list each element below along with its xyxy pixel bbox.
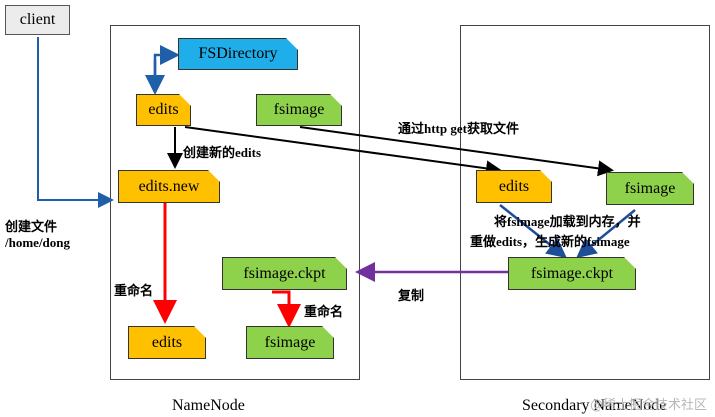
edits-new-label: edits.new xyxy=(138,177,200,195)
edits-box: edits xyxy=(136,94,191,126)
secondary-fsimage-box: fsimage xyxy=(606,172,694,205)
http-get-label: 通过http get获取文件 xyxy=(398,121,519,136)
namenode-fsimage-ckpt-label: fsimage.ckpt xyxy=(243,264,326,282)
secondary-fsimage-ckpt-label: fsimage.ckpt xyxy=(530,264,614,282)
fsdirectory-box: FSDirectory xyxy=(178,38,298,70)
load-label-line2: 重做edits，生成新的fsimage xyxy=(470,234,630,249)
rename-left-label: 重命名 xyxy=(114,283,154,298)
edits-label: edits xyxy=(148,101,179,118)
fsimage-transfer-arrow xyxy=(299,126,614,177)
rename-right-arrow xyxy=(272,290,301,328)
fsdirectory-edits-arrow xyxy=(153,45,180,92)
edits-bottom-label: edits xyxy=(151,333,183,351)
watermark: @稀土掘金技术社区 xyxy=(589,398,707,413)
create-file-label-line2: /home/dong xyxy=(5,235,71,250)
secondary-fsimage-ckpt-box: fsimage.ckpt xyxy=(508,257,636,290)
merge-fsimage-arrow xyxy=(576,209,636,259)
fsimage-box: fsimage xyxy=(256,94,342,126)
create-new-edits-label: 创建新的edits xyxy=(183,145,262,160)
fsimage-bottom-label: fsimage xyxy=(264,333,316,351)
edits-transfer-arrow xyxy=(184,126,502,177)
fsimage-label: fsimage xyxy=(273,101,325,118)
client-label: client xyxy=(19,11,56,28)
secondary-fsimage-label: fsimage xyxy=(624,179,676,197)
client-box: client xyxy=(5,5,70,35)
rename-right-label: 重命名 xyxy=(304,304,344,319)
create-file-label-line1: 创建文件 xyxy=(5,219,58,234)
secondary-edits-box: edits xyxy=(476,170,552,203)
namenode-caption: NameNode xyxy=(172,397,245,414)
secondary-namenode-caption: Secondary NameNode xyxy=(522,397,667,414)
client-arrow xyxy=(37,37,114,208)
edits-bottom-box: edits xyxy=(128,326,206,359)
load-label-line1: 将fsimage加载到内存，并 xyxy=(494,214,641,229)
secondary-edits-label: edits xyxy=(498,177,530,195)
fsimage-bottom-box: fsimage xyxy=(246,326,334,359)
fsdirectory-label: FSDirectory xyxy=(198,45,278,62)
edits-new-box: edits.new xyxy=(118,170,220,203)
namenode-fsimage-ckpt-box: fsimage.ckpt xyxy=(222,257,347,290)
copy-label: 复制 xyxy=(398,288,425,303)
merge-edits-arrow xyxy=(499,204,567,259)
